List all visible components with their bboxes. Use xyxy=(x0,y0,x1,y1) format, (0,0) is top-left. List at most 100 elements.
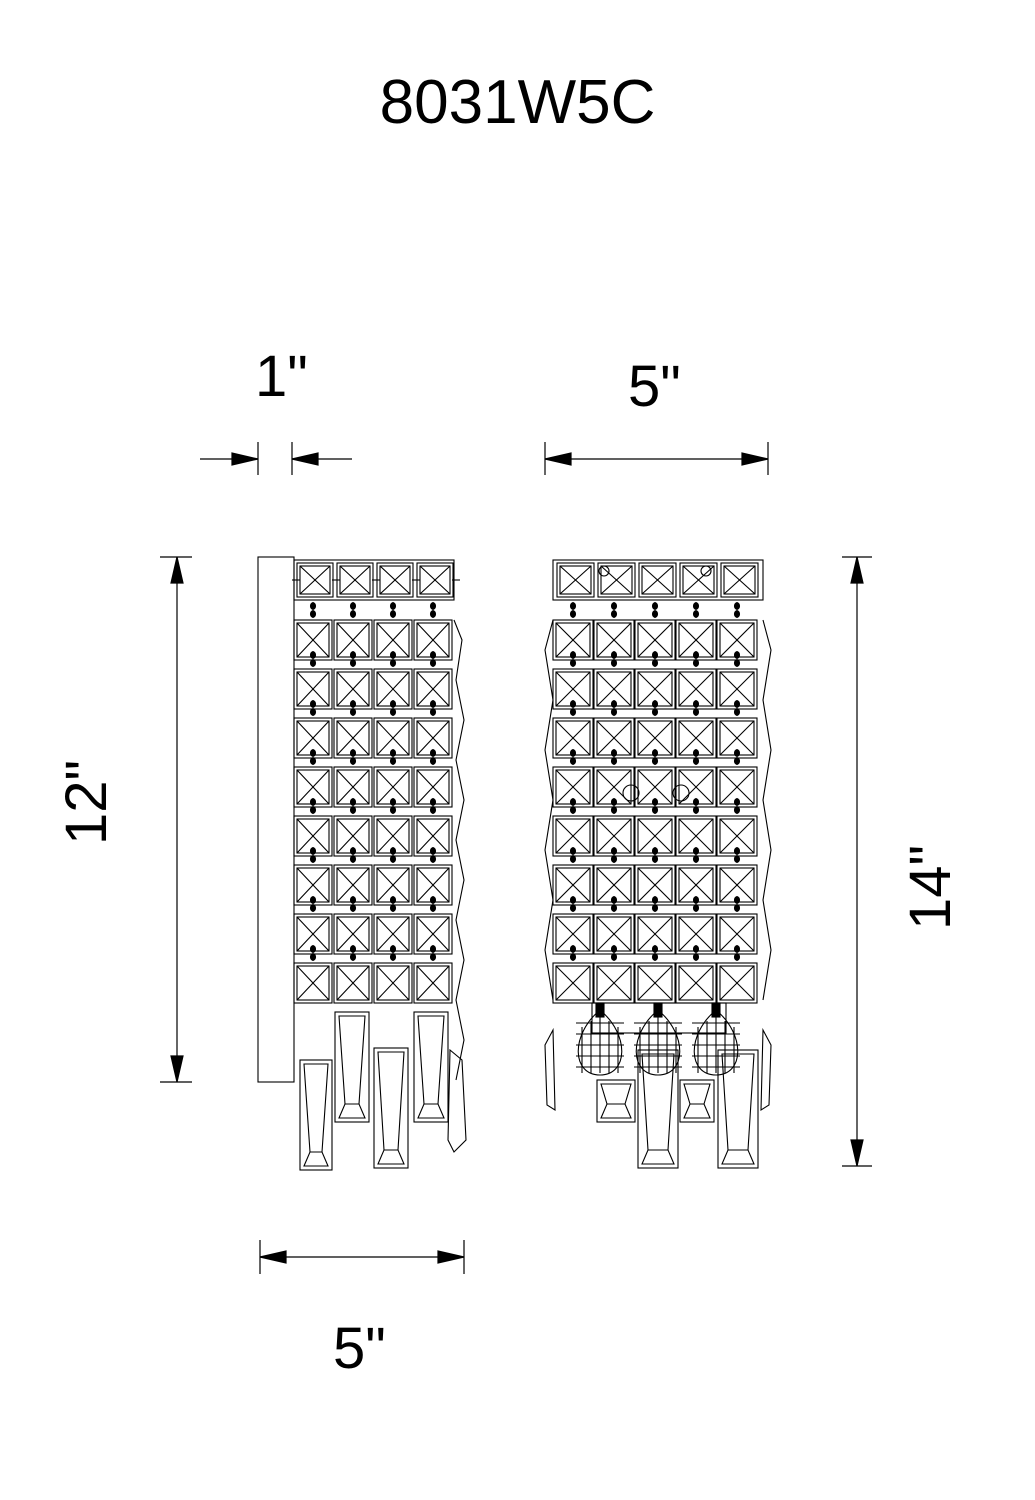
bead xyxy=(610,904,618,912)
prism-facet xyxy=(417,1015,445,1105)
bead xyxy=(610,700,618,708)
bead xyxy=(733,749,741,757)
bead xyxy=(692,610,700,618)
crystal-prism xyxy=(637,1049,679,1169)
overall-height-dimension-label: 14" xyxy=(898,844,963,930)
crystal-prism xyxy=(373,1047,409,1169)
crystal-facet xyxy=(637,818,673,854)
bead xyxy=(610,855,618,863)
crystal-facet xyxy=(416,867,450,903)
crystal-facet xyxy=(641,565,674,595)
bead xyxy=(651,610,659,618)
crystal-facet xyxy=(637,916,673,952)
bead xyxy=(429,708,437,716)
prism-facet xyxy=(683,1103,711,1119)
bead xyxy=(309,659,317,667)
dimension-lines xyxy=(160,442,872,1274)
bead xyxy=(309,798,317,806)
bead xyxy=(429,651,437,659)
crystal-facet xyxy=(555,622,591,658)
bead xyxy=(349,602,357,610)
bead xyxy=(651,855,659,863)
crystal-facet xyxy=(678,671,714,707)
bead xyxy=(429,659,437,667)
prism-facet xyxy=(377,1051,405,1151)
crystal-tile xyxy=(597,562,636,598)
bead xyxy=(733,708,741,716)
front-view xyxy=(544,559,772,1169)
crystal-facet xyxy=(678,769,714,805)
bead xyxy=(692,651,700,659)
bead xyxy=(692,749,700,757)
crystal-facet xyxy=(336,916,370,952)
crystal-facet xyxy=(296,720,330,756)
bead xyxy=(651,945,659,953)
bead xyxy=(569,659,577,667)
mount-hole xyxy=(700,565,712,577)
crystal-facet xyxy=(719,916,755,952)
bead xyxy=(429,855,437,863)
crystal-facet xyxy=(719,622,755,658)
bead xyxy=(389,610,397,618)
bead xyxy=(349,806,357,814)
bead xyxy=(389,798,397,806)
bead xyxy=(309,847,317,855)
crystal-facet xyxy=(596,867,632,903)
crystal-facet xyxy=(376,671,410,707)
bead xyxy=(651,659,659,667)
bead xyxy=(733,847,741,855)
crystal-facet xyxy=(416,769,450,805)
bead xyxy=(610,708,618,716)
bead xyxy=(569,806,577,814)
bead xyxy=(610,896,618,904)
crystal-tile xyxy=(333,962,373,1004)
crystal-facet xyxy=(336,622,370,658)
depth-dimension-label: 1" xyxy=(255,344,308,409)
bead xyxy=(569,749,577,757)
crystal-tile-inner xyxy=(682,565,715,595)
bead xyxy=(733,659,741,667)
bead xyxy=(610,798,618,806)
crystal-facet xyxy=(678,965,714,1001)
crystal-facet xyxy=(555,720,591,756)
bead xyxy=(389,659,397,667)
bead xyxy=(610,847,618,855)
crystal-facet xyxy=(555,818,591,854)
bead xyxy=(733,945,741,953)
crystal-tile-inner xyxy=(637,965,673,1001)
bead xyxy=(651,953,659,961)
left-drop-crystal xyxy=(544,1027,556,1112)
bead xyxy=(651,896,659,904)
teardrop-cap xyxy=(711,1002,721,1018)
crystal-facet xyxy=(596,720,632,756)
crystal-facet xyxy=(296,965,330,1001)
bead xyxy=(389,757,397,765)
bead xyxy=(309,700,317,708)
bead xyxy=(733,798,741,806)
bead xyxy=(429,896,437,904)
crystal-tile xyxy=(720,562,759,598)
bead xyxy=(651,700,659,708)
crystal-tile-inner xyxy=(723,565,756,595)
wall-plate xyxy=(257,556,295,1083)
bead xyxy=(692,806,700,814)
crystal-facet xyxy=(555,671,591,707)
bead xyxy=(429,757,437,765)
bead xyxy=(309,904,317,912)
bead xyxy=(389,855,397,863)
bead xyxy=(309,945,317,953)
bead xyxy=(429,602,437,610)
crystal-facet xyxy=(637,671,673,707)
crystal-facet xyxy=(678,622,714,658)
bead xyxy=(309,896,317,904)
bead xyxy=(349,855,357,863)
crystal-facet xyxy=(336,867,370,903)
bead xyxy=(309,757,317,765)
bead xyxy=(610,651,618,659)
bead xyxy=(569,757,577,765)
crystal-facet xyxy=(376,720,410,756)
prism-facet xyxy=(338,1103,366,1119)
crystal-facet xyxy=(596,769,632,805)
bead xyxy=(610,757,618,765)
model-number: 8031W5C xyxy=(379,68,656,137)
